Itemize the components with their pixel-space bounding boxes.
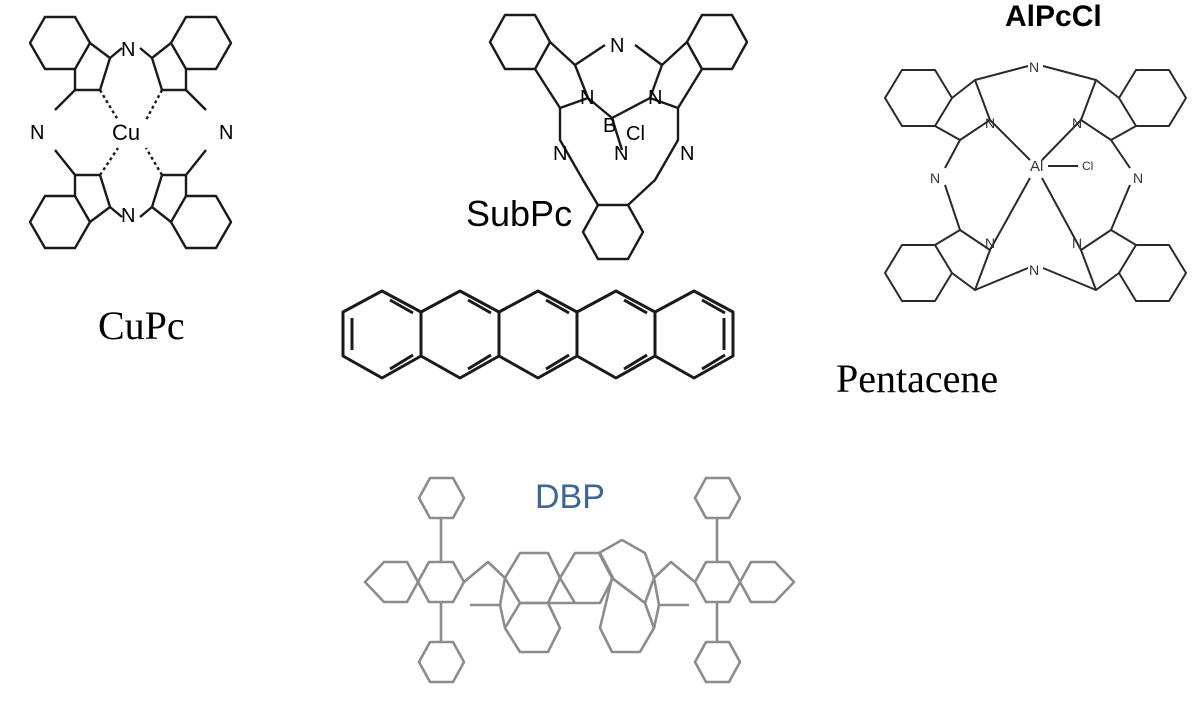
alpccl-n-right: N bbox=[1133, 170, 1143, 186]
alpccl-n-left: N bbox=[930, 170, 940, 186]
subpc-n-left: N bbox=[580, 87, 594, 109]
subpc-n-lower-right: N bbox=[680, 143, 694, 165]
subpc-n-lower-center: N bbox=[614, 143, 628, 165]
subpc-b-center: B bbox=[603, 115, 616, 137]
cupc-label: CuPc bbox=[98, 303, 185, 348]
alpccl-n-bottom: N bbox=[1029, 262, 1039, 278]
cupc-n-left: N bbox=[30, 122, 44, 144]
pentacene-label: Pentacene bbox=[836, 356, 999, 401]
subpc-n-right: N bbox=[648, 87, 662, 109]
subpc-n-top: N bbox=[610, 35, 624, 57]
alpccl-cl: Cl bbox=[1082, 159, 1093, 173]
alpccl-al-center: Al bbox=[1030, 158, 1043, 175]
alpccl-n-top: N bbox=[1029, 59, 1039, 75]
subpc-label: SubPc bbox=[466, 193, 573, 234]
alpccl-n-ur: N bbox=[1072, 115, 1082, 131]
subpc-cl: Cl bbox=[626, 123, 645, 145]
cupc-cu-center: Cu bbox=[112, 120, 140, 145]
alpccl-n-lr: N bbox=[1072, 235, 1082, 251]
subpc-n-lower-left: N bbox=[553, 143, 567, 165]
alpccl-n-ll: N bbox=[985, 235, 995, 251]
alpccl-label: AlPcCl bbox=[1005, 0, 1102, 33]
cupc-n-top: N bbox=[121, 39, 135, 61]
cupc-n-bottom: N bbox=[121, 205, 135, 227]
cupc-n-right: N bbox=[219, 122, 233, 144]
alpccl-n-ul: N bbox=[985, 115, 995, 131]
dbp-label: DBP bbox=[535, 478, 605, 516]
